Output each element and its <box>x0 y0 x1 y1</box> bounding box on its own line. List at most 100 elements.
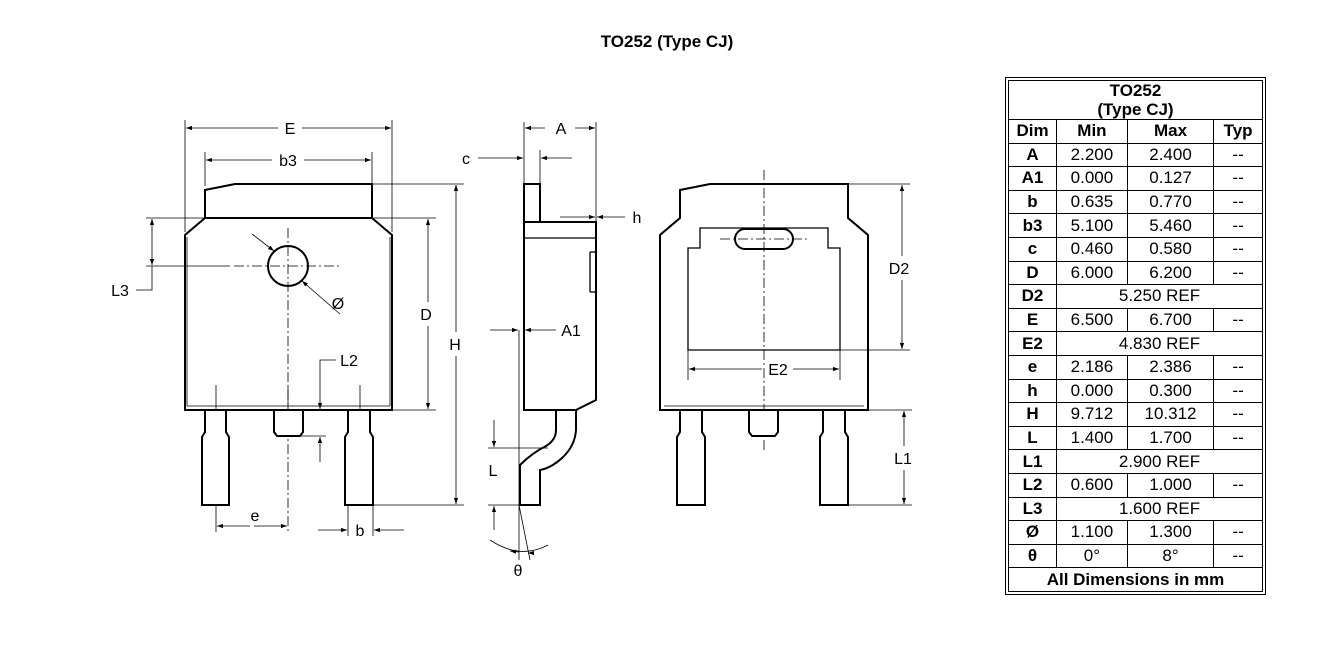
label-b3: b3 <box>279 153 297 170</box>
front-view <box>136 120 464 536</box>
table-cell: L3 <box>1008 496 1057 522</box>
label-L1: L1 <box>894 451 912 468</box>
table-cell: 0.000 <box>1056 166 1128 191</box>
table-cell: 0.635 <box>1056 189 1128 215</box>
table-cell: e <box>1008 354 1057 380</box>
table-cell: -- <box>1213 260 1263 286</box>
table-cell: 1.400 <box>1056 425 1128 451</box>
label-H: H <box>449 337 461 354</box>
label-D2: D2 <box>889 261 910 278</box>
label-c: c <box>462 151 470 168</box>
table-cell: 0.600 <box>1056 472 1128 498</box>
table-cell: -- <box>1213 402 1263 427</box>
table-cell: h <box>1008 378 1057 404</box>
label-L3: L3 <box>111 283 129 300</box>
table-cell: 5.460 <box>1126 213 1215 238</box>
table-cell: L2 <box>1008 472 1057 498</box>
label-D: D <box>420 307 432 324</box>
side-lead <box>519 409 577 506</box>
column-header: Typ <box>1213 119 1263 144</box>
lead-right <box>344 409 374 506</box>
table-cell: 1.700 <box>1126 425 1215 451</box>
table-cell: D <box>1008 260 1057 286</box>
front-tab <box>204 183 373 219</box>
table-cell: -- <box>1213 543 1263 569</box>
label-L2: L2 <box>340 353 358 370</box>
table-cell: 6.000 <box>1056 260 1128 286</box>
table-cell: 5.250 REF <box>1056 284 1263 309</box>
table-cell: -- <box>1213 472 1263 498</box>
table-cell: 4.830 REF <box>1056 331 1263 356</box>
table-cell: 0° <box>1056 543 1128 569</box>
table-cell: 2.400 <box>1126 142 1215 168</box>
table-cell: L1 <box>1008 449 1057 474</box>
label-L: L <box>489 463 498 480</box>
table-cell: -- <box>1213 307 1263 333</box>
table-title: TO252 (Type CJ) <box>1008 80 1263 120</box>
label-theta: θ <box>514 563 523 580</box>
table-cell: 0.000 <box>1056 378 1128 404</box>
table-cell: 6.700 <box>1126 307 1215 333</box>
table-cell: 1.300 <box>1126 520 1215 545</box>
label-A: A <box>556 121 567 138</box>
table-cell: -- <box>1213 236 1263 262</box>
table-cell: D2 <box>1008 284 1057 309</box>
table-cell: b3 <box>1008 213 1057 238</box>
table-cell: -- <box>1213 354 1263 380</box>
label-E2: E2 <box>768 362 788 379</box>
side-tab <box>523 183 541 223</box>
table-cell: 2.186 <box>1056 354 1128 380</box>
table-cell: -- <box>1213 520 1263 545</box>
column-header: Min <box>1056 119 1128 144</box>
table-cell: 9.712 <box>1056 402 1128 427</box>
table-cell: 0.300 <box>1126 378 1215 404</box>
table-cell: 0.460 <box>1056 236 1128 262</box>
table-cell: 10.312 <box>1126 402 1215 427</box>
label-E: E <box>285 121 296 138</box>
label-h: h <box>633 210 642 227</box>
table-cell: 2.900 REF <box>1056 449 1263 474</box>
table-cell: 1.000 <box>1126 472 1215 498</box>
page-title: TO252 (Type CJ) <box>600 32 734 51</box>
table-cell: b <box>1008 189 1057 215</box>
table-cell: θ <box>1008 543 1057 569</box>
table-cell: 1.100 <box>1056 520 1128 545</box>
table-cell: -- <box>1213 142 1263 168</box>
package-drawing: E b3 L3 Ø D H L2 e b c A h A1 L θ D2 E2 … <box>111 120 912 580</box>
table-cell: 2.386 <box>1126 354 1215 380</box>
table-cell: 6.200 <box>1126 260 1215 286</box>
table-cell: L <box>1008 425 1057 451</box>
table-cell: -- <box>1213 425 1263 451</box>
lead-left <box>201 409 230 506</box>
table-cell: -- <box>1213 378 1263 404</box>
back-view <box>659 170 912 506</box>
table-cell: 5.100 <box>1056 213 1128 238</box>
label-e: e <box>251 508 260 525</box>
table-cell: E2 <box>1008 331 1057 356</box>
table-cell: A1 <box>1008 166 1057 191</box>
table-cell: -- <box>1213 189 1263 215</box>
table-package: TO252 <box>1109 81 1162 100</box>
table-cell: 8° <box>1126 543 1215 569</box>
table-cell: 0.770 <box>1126 189 1215 215</box>
side-body <box>523 221 597 411</box>
table-cell: H <box>1008 402 1057 427</box>
table-cell: E <box>1008 307 1057 333</box>
